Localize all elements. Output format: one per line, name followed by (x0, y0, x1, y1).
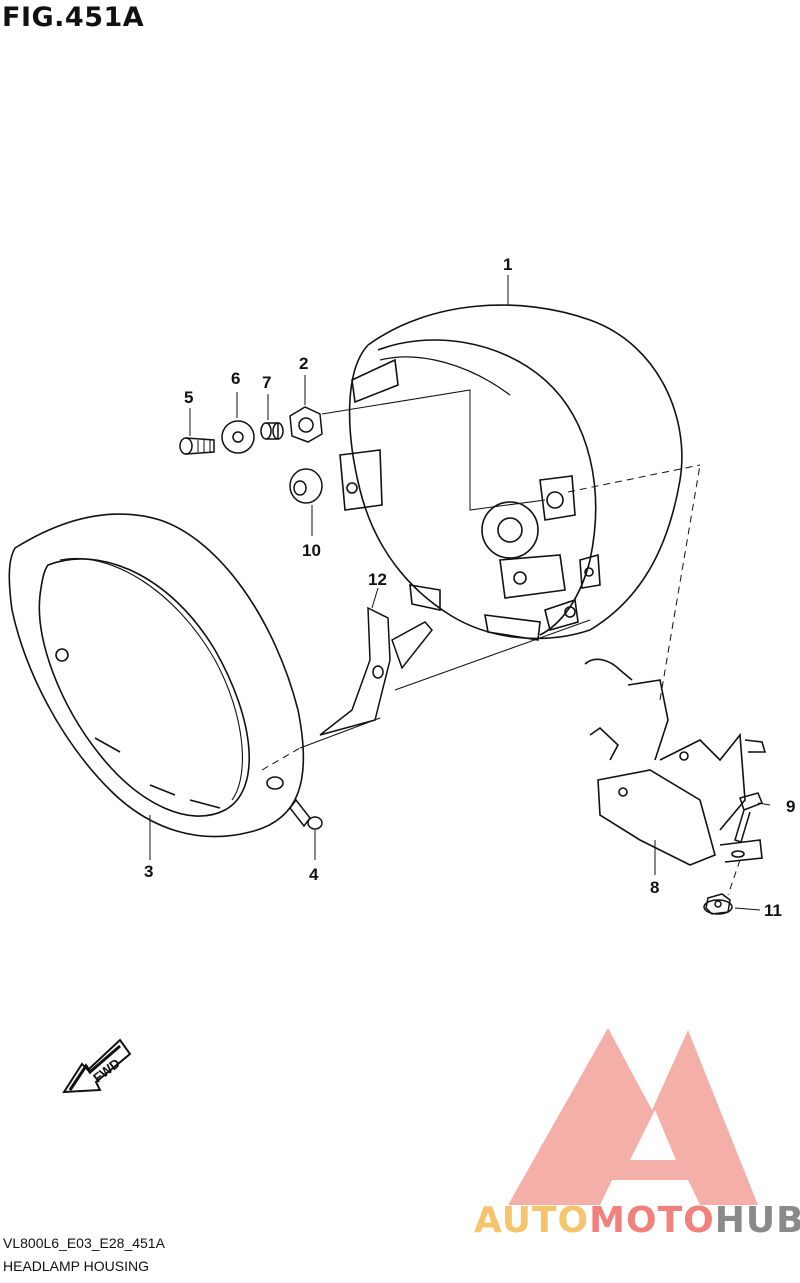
model-code: VL800L6_E03_E28_451A (3, 1235, 165, 1251)
callout-2: 2 (299, 354, 308, 373)
watermark-hub: HUB (714, 1200, 800, 1241)
callout-1: 1 (503, 255, 512, 274)
bracket-clip-12 (319, 606, 433, 736)
nut-2 (289, 406, 323, 443)
callout-3: 3 (144, 862, 153, 881)
callout-10: 10 (302, 541, 321, 560)
fwd-arrow-icon: FWD (62, 1038, 132, 1094)
callout-8: 8 (650, 878, 659, 897)
watermark-text: AUTOMOTOHUB (474, 1200, 800, 1241)
mounting-bracket-8 (584, 658, 767, 866)
screw-5 (179, 437, 215, 455)
callout-4: 4 (309, 865, 319, 884)
callout-9: 9 (786, 797, 795, 816)
callout-6: 6 (231, 369, 240, 388)
callout-5: 5 (184, 388, 193, 407)
bolt-9 (734, 792, 763, 843)
flange-nut-11 (703, 893, 733, 915)
screw-4 (289, 798, 323, 830)
leader-lines (149, 275, 771, 911)
figure-title: FIG.451A (2, 2, 145, 33)
collar-7 (260, 422, 284, 440)
washer-6 (221, 420, 255, 454)
watermark-logo-icon (508, 1028, 758, 1205)
callout-7: 7 (262, 373, 271, 392)
callout-12: 12 (368, 570, 387, 589)
headlamp-rim (8, 513, 305, 838)
section-name: HEADLAMP HOUSING (3, 1258, 149, 1274)
watermark-moto: MOTO (589, 1200, 715, 1241)
headlamp-housing-shell (339, 304, 683, 641)
callout-11: 11 (764, 901, 782, 920)
dashed-assembly-lines (261, 464, 741, 896)
grommet-10 (289, 468, 323, 504)
watermark-auto: AUTO (474, 1200, 590, 1241)
